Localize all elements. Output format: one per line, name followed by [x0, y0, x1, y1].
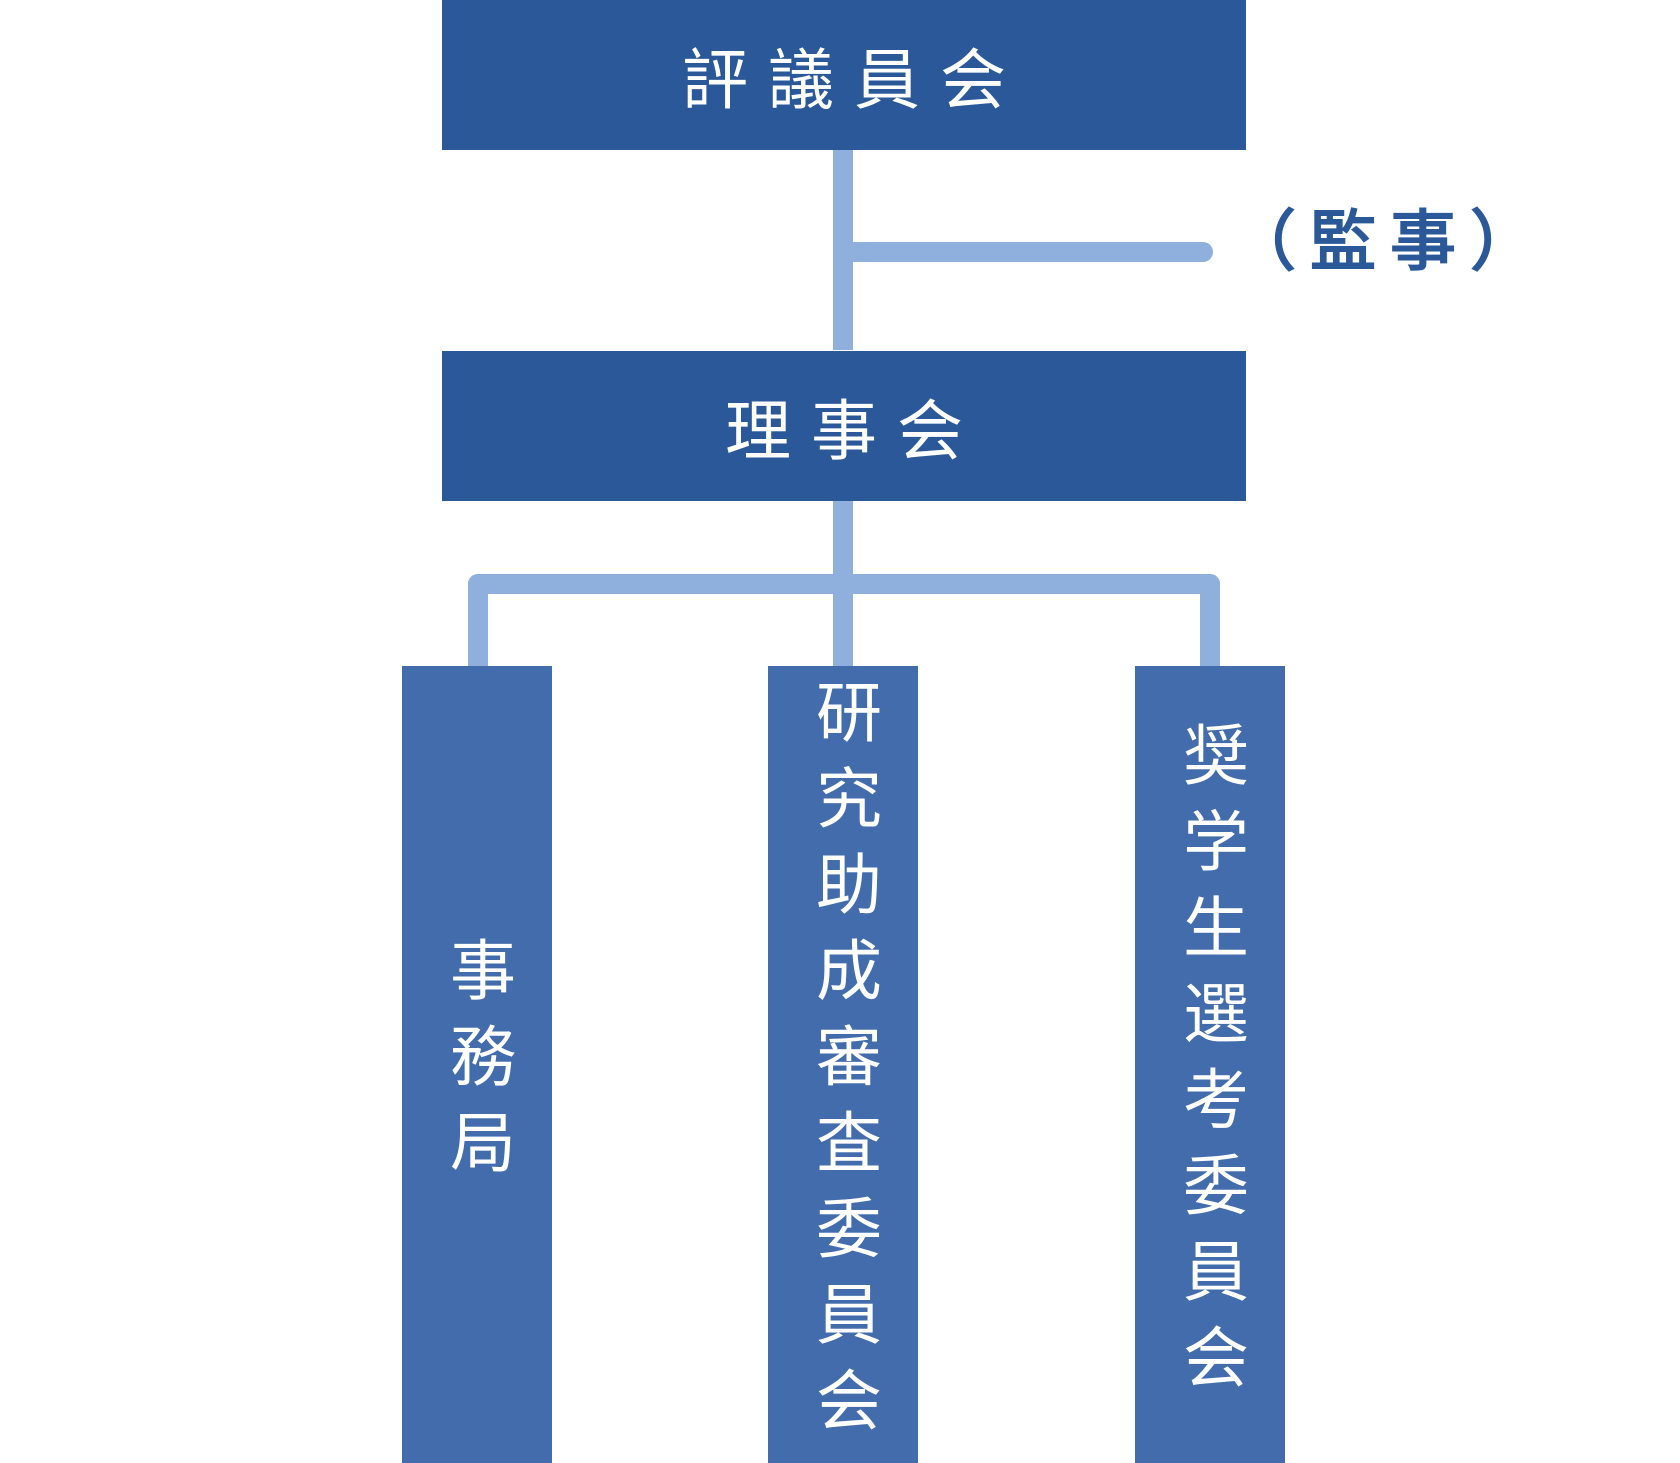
- auditor-label: （監事）: [1230, 202, 1550, 280]
- right-unit-connector: [1200, 574, 1220, 666]
- units-horizontal-connector: [468, 574, 1220, 594]
- auditor-horizontal-connector: [843, 242, 1213, 262]
- board-label: 理事会: [725, 393, 983, 470]
- council-box: 評議員会: [442, 0, 1246, 150]
- unit-box-scholarship-committee: 奨学生選考委員会: [1135, 666, 1285, 1463]
- unit-label-research-grant-committee: 研究助成審査委員会: [805, 677, 882, 1452]
- unit-label-scholarship-committee: 奨学生選考委員会: [1172, 720, 1249, 1409]
- unit-label-secretariat: 事務局: [439, 935, 516, 1194]
- board-box: 理事会: [442, 351, 1246, 501]
- left-unit-connector: [468, 574, 488, 666]
- unit-box-research-grant-committee: 研究助成審査委員会: [768, 666, 918, 1463]
- council-label: 評議員会: [682, 42, 1026, 119]
- unit-box-secretariat: 事務局: [402, 666, 552, 1463]
